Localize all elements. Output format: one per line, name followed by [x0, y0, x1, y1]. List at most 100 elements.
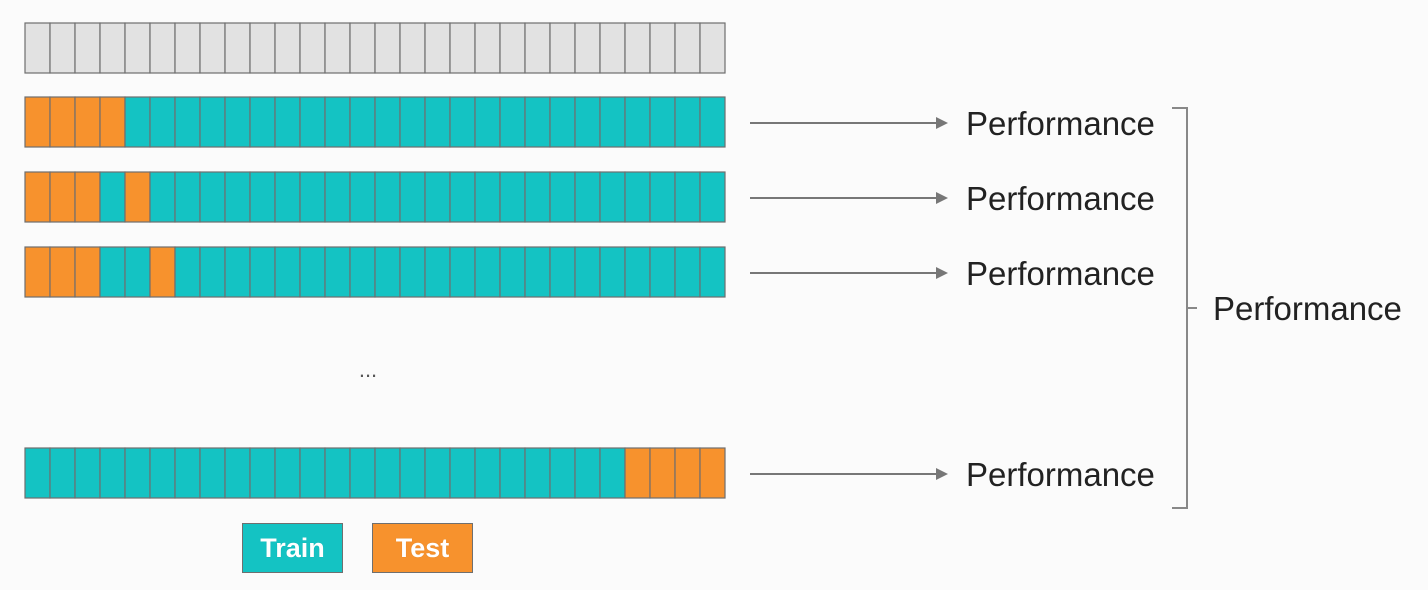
train-cell [99, 171, 126, 223]
train-cell [149, 171, 176, 223]
train-cell [549, 447, 576, 499]
test-cell [49, 171, 76, 223]
train-cell [49, 447, 76, 499]
train-cell [349, 447, 376, 499]
train-cell [524, 447, 551, 499]
data-cell [124, 22, 151, 74]
data-cell [249, 22, 276, 74]
train-cell [124, 447, 151, 499]
data-cell [674, 22, 701, 74]
train-cell [74, 447, 101, 499]
full-dataset-row [24, 22, 726, 74]
train-cell [199, 447, 226, 499]
test-cell [699, 447, 726, 499]
data-cell [699, 22, 726, 74]
test-cell [74, 246, 101, 298]
train-cell [399, 447, 426, 499]
data-cell [374, 22, 401, 74]
train-cell [174, 171, 201, 223]
train-cell [549, 171, 576, 223]
train-cell [399, 171, 426, 223]
train-cell [624, 246, 651, 298]
data-cell [274, 22, 301, 74]
test-cell [74, 171, 101, 223]
train-cell [174, 447, 201, 499]
train-cell [274, 96, 301, 148]
train-cell [399, 246, 426, 298]
train-cell [274, 447, 301, 499]
train-cell [524, 246, 551, 298]
train-cell [99, 447, 126, 499]
test-cell [124, 171, 151, 223]
data-cell [174, 22, 201, 74]
train-cell [549, 246, 576, 298]
legend-train: Train [242, 523, 343, 573]
train-cell [324, 246, 351, 298]
train-cell [224, 171, 251, 223]
fold-performance-label: Performance [966, 180, 1155, 217]
fold-row-4 [24, 447, 726, 499]
fold-performance-label: Performance [966, 105, 1155, 142]
train-cell [249, 447, 276, 499]
train-cell [449, 96, 476, 148]
test-cell [24, 96, 51, 148]
train-cell [124, 96, 151, 148]
train-cell [674, 96, 701, 148]
train-cell [349, 171, 376, 223]
test-cell [49, 96, 76, 148]
data-cell [149, 22, 176, 74]
train-cell [599, 171, 626, 223]
train-cell [424, 447, 451, 499]
train-cell [424, 246, 451, 298]
aggregate-performance-label: Performance [1213, 290, 1402, 327]
data-cell [224, 22, 251, 74]
train-cell [699, 246, 726, 298]
train-cell [349, 96, 376, 148]
train-cell [674, 171, 701, 223]
train-cell [649, 96, 676, 148]
train-cell [474, 171, 501, 223]
train-cell [224, 447, 251, 499]
data-cell [449, 22, 476, 74]
data-cell [49, 22, 76, 74]
data-cell [574, 22, 601, 74]
data-cell [524, 22, 551, 74]
train-cell [549, 96, 576, 148]
data-cell [349, 22, 376, 74]
aggregate-bracket [1172, 107, 1197, 509]
fold-row-1 [24, 96, 726, 148]
performance-arrows: PerformancePerformancePerformancePerform… [750, 105, 1155, 493]
test-cell [24, 246, 51, 298]
fold-row-3 [24, 246, 726, 298]
train-cell [524, 171, 551, 223]
train-cell [124, 246, 151, 298]
data-cell [199, 22, 226, 74]
test-cell [624, 447, 651, 499]
train-cell [474, 246, 501, 298]
train-cell [699, 96, 726, 148]
train-cell [99, 246, 126, 298]
legend-train-label: Train [260, 532, 325, 563]
train-cell [524, 96, 551, 148]
train-cell [399, 96, 426, 148]
train-cell [349, 246, 376, 298]
data-cell [399, 22, 426, 74]
train-cell [199, 246, 226, 298]
train-cell [299, 171, 326, 223]
train-cell [649, 246, 676, 298]
train-cell [574, 96, 601, 148]
train-cell [174, 96, 201, 148]
fold-performance-label: Performance [966, 255, 1155, 292]
train-cell [374, 171, 401, 223]
train-cell [299, 96, 326, 148]
data-cell [499, 22, 526, 74]
train-cell [449, 171, 476, 223]
train-cell [574, 171, 601, 223]
train-cell [574, 246, 601, 298]
train-cell [274, 171, 301, 223]
train-cell [299, 246, 326, 298]
data-cell [649, 22, 676, 74]
train-cell [499, 171, 526, 223]
data-cell [324, 22, 351, 74]
